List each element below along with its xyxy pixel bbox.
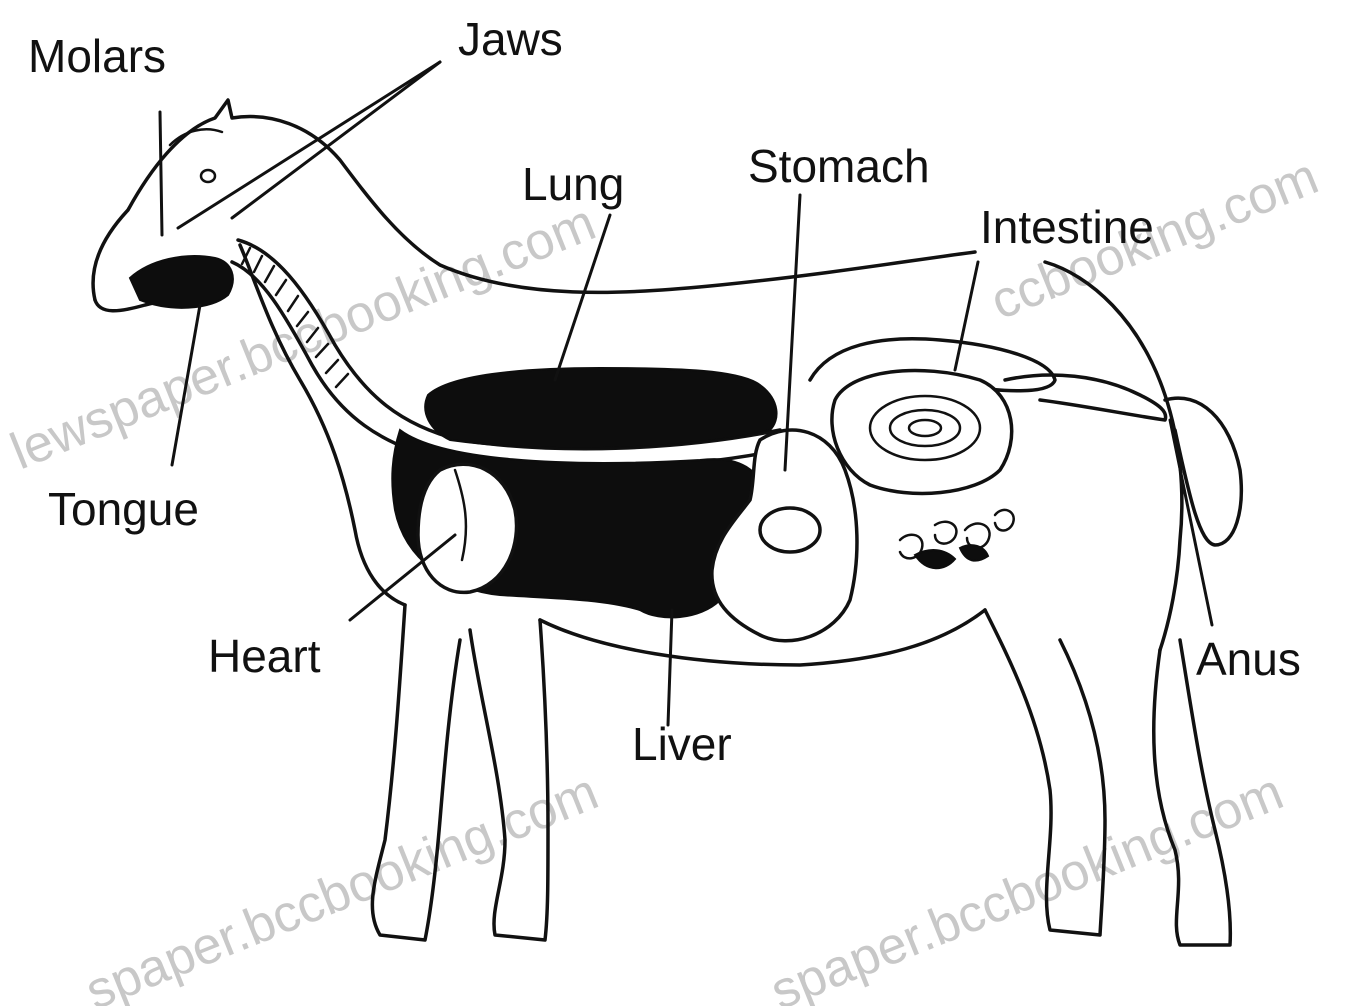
- label-anus: Anus: [1196, 633, 1301, 685]
- label-intestine: Intestine: [980, 201, 1154, 253]
- tail-outline: [1165, 398, 1241, 545]
- label-stomach: Stomach: [748, 140, 930, 192]
- label-molars: Molars: [28, 30, 166, 82]
- label-lung: Lung: [522, 158, 624, 210]
- watermark-lower-left: spaper.bccbooking.com: [78, 763, 606, 1006]
- leader-intestine: [955, 262, 978, 370]
- heart-shape: [418, 464, 517, 592]
- leader-anus: [1170, 420, 1212, 625]
- rectum-tube: [1005, 375, 1166, 420]
- intestine-coils: [810, 339, 1166, 568]
- front-leg-right: [470, 620, 548, 940]
- label-tongue: Tongue: [48, 483, 199, 535]
- stomach-inner: [760, 508, 820, 552]
- tongue-shape: [130, 256, 233, 308]
- lung-shape: [425, 368, 776, 448]
- leader-jaws-2: [232, 62, 440, 218]
- intestine-mass: [832, 370, 1012, 493]
- label-liver: Liver: [632, 718, 732, 770]
- watermark-lower-right: spaper.bccbooking.com: [763, 763, 1291, 1006]
- leader-jaws-1: [178, 62, 440, 228]
- leader-molars: [160, 112, 162, 235]
- eye-icon: [201, 170, 215, 182]
- label-heart: Heart: [208, 630, 321, 682]
- leader-liver: [668, 610, 672, 725]
- gut-dark-bits: [915, 545, 988, 568]
- rump-outline: [1045, 262, 1182, 650]
- small-intestine-curls: [900, 510, 1014, 558]
- label-jaws: Jaws: [458, 13, 563, 65]
